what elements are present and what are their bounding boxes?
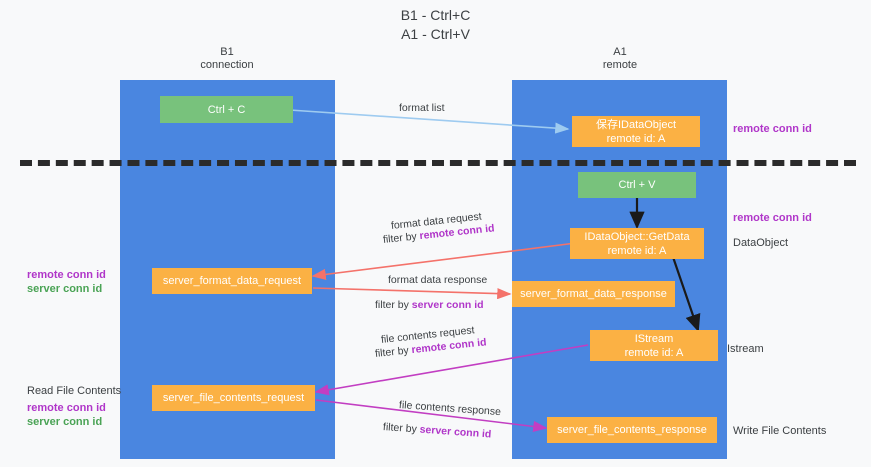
filter-value: server conn id: [419, 423, 492, 441]
label-right-write-file-contents: Write File Contents: [733, 425, 827, 437]
label-left-remote-conn-id-1: remote conn id: [27, 269, 106, 281]
arrow-format-data-response: [312, 287, 512, 300]
label-left-server-conn-id-1: server conn id: [27, 283, 103, 295]
lane-title-b1: B1 connection: [200, 46, 254, 71]
node-idataobject-getdata-label: IDataObject::GetData: [584, 230, 690, 243]
label-right-remote-conn-id-2: remote conn id: [733, 212, 812, 224]
label-left-read-file-contents: Read File Contents: [27, 385, 122, 397]
filter-value: server conn id: [411, 299, 484, 311]
node-istream[interactable]: IStream remote id: A: [590, 330, 718, 361]
node-save-idataobject-sub: remote id: A: [606, 132, 666, 145]
node-ctrl-c-label: Ctrl + C: [207, 103, 246, 116]
label-right-dataobject: DataObject: [733, 237, 789, 249]
node-server-format-data-response[interactable]: server_format_data_response: [512, 281, 675, 307]
node-ctrl-v[interactable]: Ctrl + V: [578, 172, 696, 198]
edge-label-format-data-response-filter: filter by server conn id: [375, 298, 484, 312]
label-right-istream: Istream: [727, 343, 764, 355]
node-server-file-contents-response-label: server_file_contents_response: [557, 424, 707, 436]
node-server-file-contents-request-label: server_file_contents_request: [162, 392, 305, 404]
node-istream-label: IStream: [634, 332, 674, 345]
label-left-remote-conn-id-2: remote conn id: [27, 402, 106, 414]
node-save-idataobject[interactable]: 保存IDataObject remote id: A: [572, 116, 700, 147]
node-istream-sub: remote id: A: [624, 346, 684, 359]
label-right-remote-conn-id-1: remote conn id: [733, 123, 812, 135]
node-ctrl-c[interactable]: Ctrl + C: [160, 96, 293, 123]
node-idataobject-getdata-sub: remote id: A: [607, 244, 667, 257]
section-divider: [20, 160, 856, 166]
edge-label-file-contents-response: file contents response: [398, 399, 502, 419]
node-server-file-contents-response[interactable]: server_file_contents_response: [547, 417, 717, 443]
node-server-file-contents-request[interactable]: server_file_contents_request: [152, 385, 315, 411]
node-server-format-data-response-label: server_format_data_response: [520, 288, 667, 300]
page-title: B1 - Ctrl+C A1 - Ctrl+V: [400, 7, 471, 42]
lane-title-a1: A1 remote: [602, 46, 638, 71]
edge-label-file-contents-response-filter: filter by server conn id: [383, 420, 492, 442]
label-left-server-conn-id-2: server conn id: [27, 416, 103, 428]
filter-prefix: filter by: [382, 230, 421, 246]
filter-prefix: filter by: [374, 344, 413, 360]
node-ctrl-v-label: Ctrl + V: [618, 179, 656, 191]
node-idataobject-getdata[interactable]: IDataObject::GetData remote id: A: [570, 228, 704, 259]
edge-label-format-list: format list: [399, 102, 445, 114]
edge-label-format-data-response: format data response: [388, 274, 488, 286]
filter-prefix: filter by: [375, 299, 412, 311]
node-save-idataobject-label: 保存IDataObject: [595, 118, 677, 131]
node-server-format-data-request[interactable]: server_format_data_request: [152, 268, 312, 294]
filter-prefix: filter by: [382, 421, 421, 436]
node-server-format-data-request-label: server_format_data_request: [162, 275, 302, 287]
